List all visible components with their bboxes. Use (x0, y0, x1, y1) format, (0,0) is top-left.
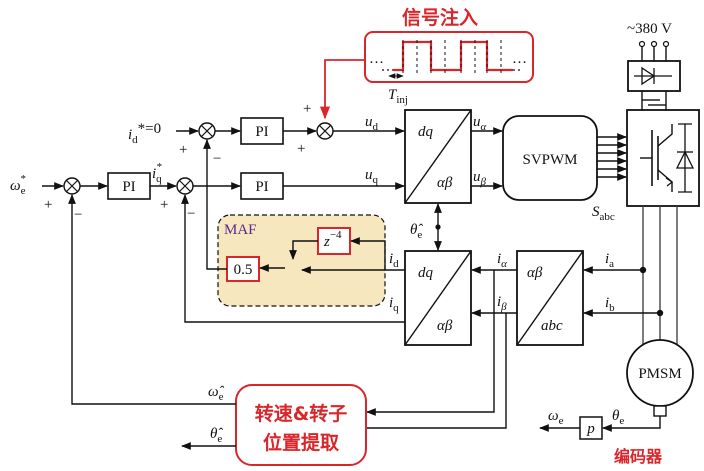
supply-voltage-label: ~380 V (627, 21, 672, 37)
park-block: dq αβ (404, 250, 472, 346)
sum-speed (63, 177, 81, 195)
we-label: ωe (548, 408, 564, 427)
id-label: id (389, 251, 399, 270)
signal-injection-title: 信号注入 (402, 6, 478, 29)
svg-text:−: − (187, 206, 195, 222)
ud-label: ud (365, 114, 379, 133)
svg-text:−: − (74, 207, 82, 223)
signal-injection-frame (364, 31, 534, 83)
svg-text:dq: dq (418, 265, 434, 281)
iq-label: iq (389, 295, 399, 314)
iq-ref-label: iq* (152, 161, 162, 185)
we-ref-label: ωe* (10, 173, 26, 197)
svg-text:+: + (179, 142, 187, 158)
maf-filter: MAF z−4 0.5 (217, 214, 386, 307)
encoder-gain-block: p (579, 416, 603, 440)
svg-text:转速&转子: 转速&转子 (255, 402, 348, 425)
phase-lines (639, 206, 678, 352)
svg-text:PI: PI (255, 124, 268, 140)
svpwm-block: SVPWM (502, 115, 598, 201)
tinj-label: Tinj (388, 87, 408, 106)
sum-iq (176, 177, 194, 195)
ibeta-label: iβ (497, 294, 507, 313)
svg-text:+: + (303, 101, 311, 117)
pi-iq-block: PI (240, 172, 284, 200)
svg-text:SVPWM: SVPWM (522, 152, 577, 168)
delay-label: z−4 (323, 229, 342, 250)
svg-text:位置提取: 位置提取 (263, 431, 339, 454)
svg-text:αβ: αβ (437, 318, 453, 334)
clarke-block: αβ abc (516, 250, 584, 346)
injection-arrow (319, 59, 365, 120)
sum-injection (316, 122, 334, 140)
dots-left: … (369, 51, 384, 67)
dots-right: … (512, 51, 527, 67)
signal-injection-block: 信号注入 … … Tinj (319, 6, 534, 120)
encoder-label: 编码器 (614, 447, 663, 466)
svg-text:PI: PI (122, 179, 135, 195)
wires (42, 127, 661, 450)
svg-text:dq: dq (418, 124, 434, 140)
svg-text:PMSM: PMSM (638, 366, 681, 382)
id-ref-label: id*=0 (128, 121, 161, 146)
sabc-label: Sabc (592, 204, 615, 223)
svg-text:+: + (44, 197, 52, 213)
svg-text:p: p (586, 421, 595, 437)
ia-label: ia (605, 251, 614, 270)
svg-text:PI: PI (255, 179, 268, 195)
ialpha-label: iα (497, 251, 507, 270)
theta-hat-out-label: θ̂e (210, 426, 223, 445)
svg-text:+: + (297, 141, 305, 157)
ib-label: ib (605, 295, 615, 314)
ubeta-label: uβ (473, 169, 487, 188)
pi-id-block: PI (240, 117, 284, 145)
speed-position-estimator: 转速&转子 位置提取 (235, 384, 367, 466)
inverter-block (626, 109, 700, 207)
uq-label: uq (365, 167, 379, 186)
svg-text:αβ: αβ (527, 265, 543, 281)
theta-hat-label: θ̂e (410, 222, 423, 241)
svg-text:MAF: MAF (224, 222, 257, 238)
svg-text:0.5: 0.5 (234, 262, 253, 278)
svg-text:αβ: αβ (437, 175, 453, 191)
square-wave (393, 40, 513, 72)
pi-speed-block: PI (107, 172, 151, 200)
omega-hat-label: ω̂e (208, 384, 225, 403)
svg-text:abc: abc (541, 318, 563, 334)
rectifier-block (627, 40, 681, 110)
sum-id (198, 122, 216, 140)
theta-e-label: θe (612, 408, 624, 427)
svg-text:+: + (160, 197, 168, 213)
inverse-park-block: dq αβ (404, 109, 472, 204)
ualpha-label: uα (473, 114, 487, 133)
svg-text:−: − (213, 151, 221, 167)
pmsm-motor: PMSM (626, 339, 694, 417)
